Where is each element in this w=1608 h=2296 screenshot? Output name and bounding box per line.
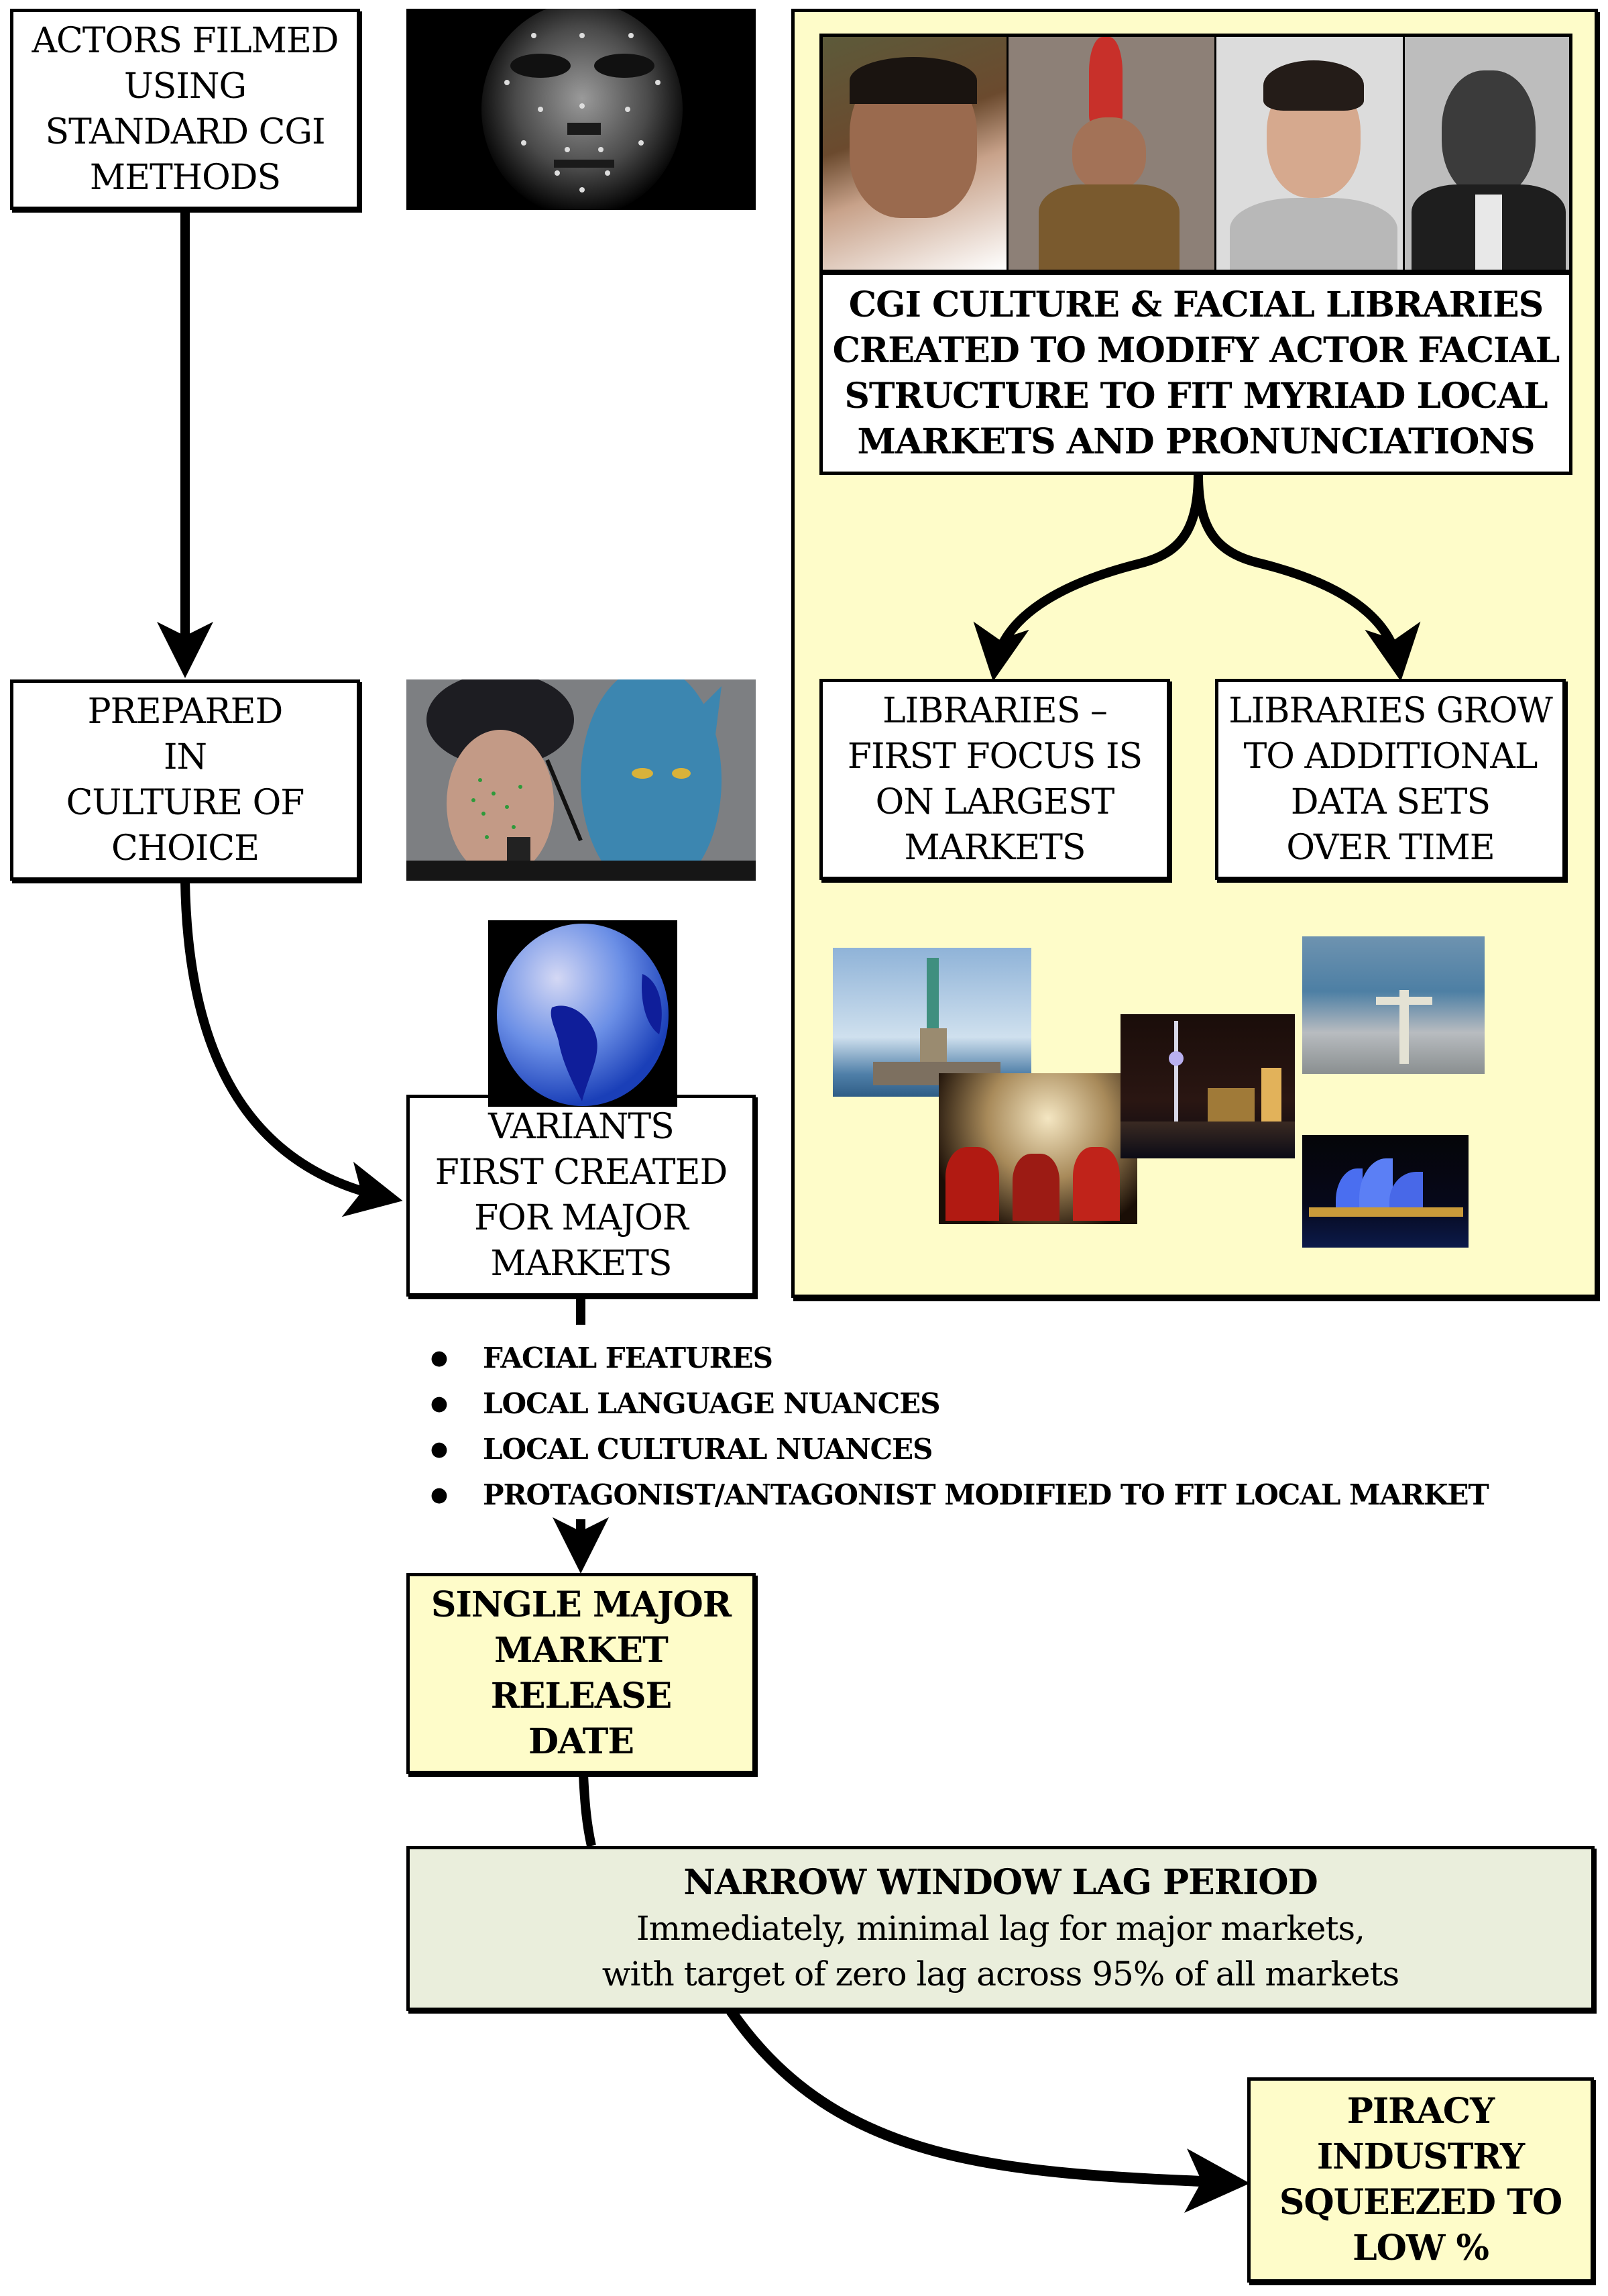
box-line: LOW % (1353, 2228, 1489, 2268)
box-line: FIRST FOCUS IS (847, 736, 1143, 777)
lag-period-line: with target of zero lag across 95% of al… (601, 1955, 1399, 1993)
box-line: LIBRARIES – (882, 691, 1108, 731)
box-line: ACTORS FILMED (32, 21, 339, 61)
arrow-prepared-to-variants (180, 880, 403, 1217)
mocap-face-photo (406, 9, 756, 210)
prepared-box: PREPARED IN CULTURE OF CHOICE (10, 679, 360, 881)
caption-line: CREATED TO MODIFY ACTOR FACIAL (832, 329, 1560, 371)
rio-christ-redeemer-photo (1302, 936, 1485, 1074)
caption-line: CGI CULTURE & FACIAL LIBRARIES (848, 284, 1544, 325)
statue-of-liberty-photo (833, 948, 1031, 1097)
list-item: ● LOCAL CULTURAL NUANCES (422, 1426, 1489, 1472)
bullet-text: LOCAL LANGUAGE NUANCES (483, 1386, 941, 1420)
box-line: METHODS (89, 158, 281, 198)
portrait-4-bw (1403, 37, 1569, 270)
piracy-box: PIRACY INDUSTRY SQUEEZED TO LOW % (1247, 2077, 1594, 2283)
actor-avatar-photo (406, 679, 756, 881)
box-line: MARKETS (904, 828, 1086, 868)
portrait-1 (823, 37, 1007, 270)
library-caption-box: CGI CULTURE & FACIAL LIBRARIES CREATED T… (819, 272, 1572, 475)
box-line: LIBRARIES GROW (1228, 691, 1553, 731)
arrow-lag-to-piracy (726, 2008, 1250, 2213)
lag-period-title: NARROW WINDOW LAG PERIOD (683, 1862, 1318, 1903)
caption-line: STRUCTURE TO FIT MYRIAD LOCAL (844, 375, 1548, 417)
bullet-icon: ● (430, 1391, 449, 1415)
library-right-branch-box: LIBRARIES GROW TO ADDITIONAL DATA SETS O… (1215, 679, 1566, 880)
library-left-branch-box: LIBRARIES – FIRST FOCUS IS ON LARGEST MA… (819, 679, 1170, 880)
box-line: SQUEEZED TO (1279, 2182, 1562, 2223)
single-release-box: SINGLE MAJOR MARKET RELEASE DATE (406, 1573, 756, 1774)
list-item: ● PROTAGONIST/ANTAGONIST MODIFIED TO FIT… (422, 1472, 1489, 1517)
box-line: PIRACY (1346, 2091, 1495, 2132)
connector-release-to-lag (579, 1773, 596, 1847)
box-line: CULTURE OF (66, 783, 305, 823)
portraits-strip (819, 34, 1572, 273)
box-line: CHOICE (111, 828, 260, 869)
box-line: MARKETS (490, 1244, 672, 1284)
list-item: ● LOCAL LANGUAGE NUANCES (422, 1380, 1489, 1426)
bullet-text: LOCAL CULTURAL NUANCES (483, 1432, 933, 1466)
box-line: TO ADDITIONAL (1243, 736, 1538, 777)
variants-box: VARIANTS FIRST CREATED FOR MAJOR MARKETS (406, 1095, 756, 1297)
box-line: SINGLE MAJOR (430, 1584, 732, 1625)
variant-features-list: ● FACIAL FEATURES ● LOCAL LANGUAGE NUANC… (422, 1335, 1489, 1517)
bullet-text: FACIAL FEATURES (483, 1341, 773, 1374)
box-line: STANDARD CGI (45, 112, 326, 152)
box-line: ON LARGEST (875, 782, 1115, 822)
caption-line: MARKETS AND PRONUNCIATIONS (857, 421, 1535, 462)
actors-filmed-box: ACTORS FILMED USING STANDARD CGI METHODS (10, 9, 360, 210)
shanghai-skyline-photo (1121, 1014, 1295, 1158)
box-line: IN (163, 737, 207, 777)
lag-period-box: NARROW WINDOW LAG PERIOD Immediately, mi… (406, 1846, 1595, 2011)
sydney-opera-house-photo (1302, 1135, 1469, 1248)
box-line: DATE (528, 1721, 634, 1762)
lag-period-line: Immediately, minimal lag for major marke… (636, 1909, 1365, 1948)
box-line: USING (123, 66, 247, 107)
bullet-icon: ● (430, 1346, 449, 1370)
portrait-3 (1214, 37, 1403, 270)
box-line: MARKET (494, 1630, 669, 1671)
box-line: FIRST CREATED (435, 1152, 728, 1193)
box-line: FOR MAJOR (474, 1198, 689, 1238)
box-line: OVER TIME (1286, 828, 1495, 868)
festival-photo (939, 1073, 1137, 1224)
bullet-text: PROTAGONIST/ANTAGONIST MODIFIED TO FIT L… (483, 1478, 1489, 1511)
box-line: INDUSTRY (1316, 2136, 1525, 2177)
box-line: VARIANTS (488, 1107, 675, 1147)
globe-overlay (488, 920, 677, 1107)
box-line: DATA SETS (1290, 782, 1491, 822)
list-item: ● FACIAL FEATURES (422, 1335, 1489, 1380)
bullet-icon: ● (430, 1437, 449, 1461)
portrait-2-uniformed (1007, 37, 1214, 270)
box-line: PREPARED (87, 692, 284, 732)
box-line: RELEASE (490, 1676, 673, 1716)
bullet-icon: ● (430, 1482, 449, 1507)
